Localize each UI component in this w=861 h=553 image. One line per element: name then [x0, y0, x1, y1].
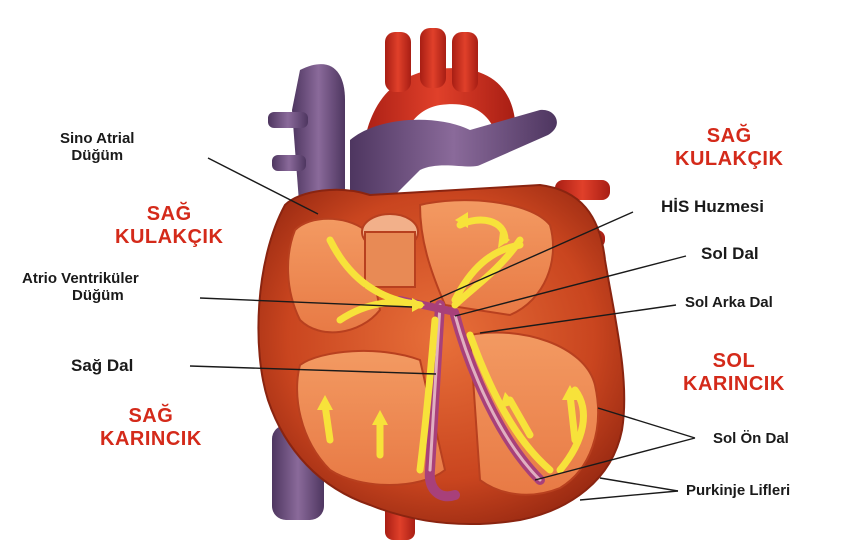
purkinje-fibers-label: Purkinje Lifleri [686, 482, 790, 499]
left-bundle-label: Sol Dal [701, 244, 759, 264]
left-posterior-fascicle-label: Sol Arka Dal [685, 294, 773, 311]
his-bundle-label: HİS Huzmesi [661, 197, 764, 217]
right-bundle-label: Sağ Dal [71, 356, 133, 376]
left-anterior-fascicle-label: Sol Ön Dal [713, 430, 789, 447]
